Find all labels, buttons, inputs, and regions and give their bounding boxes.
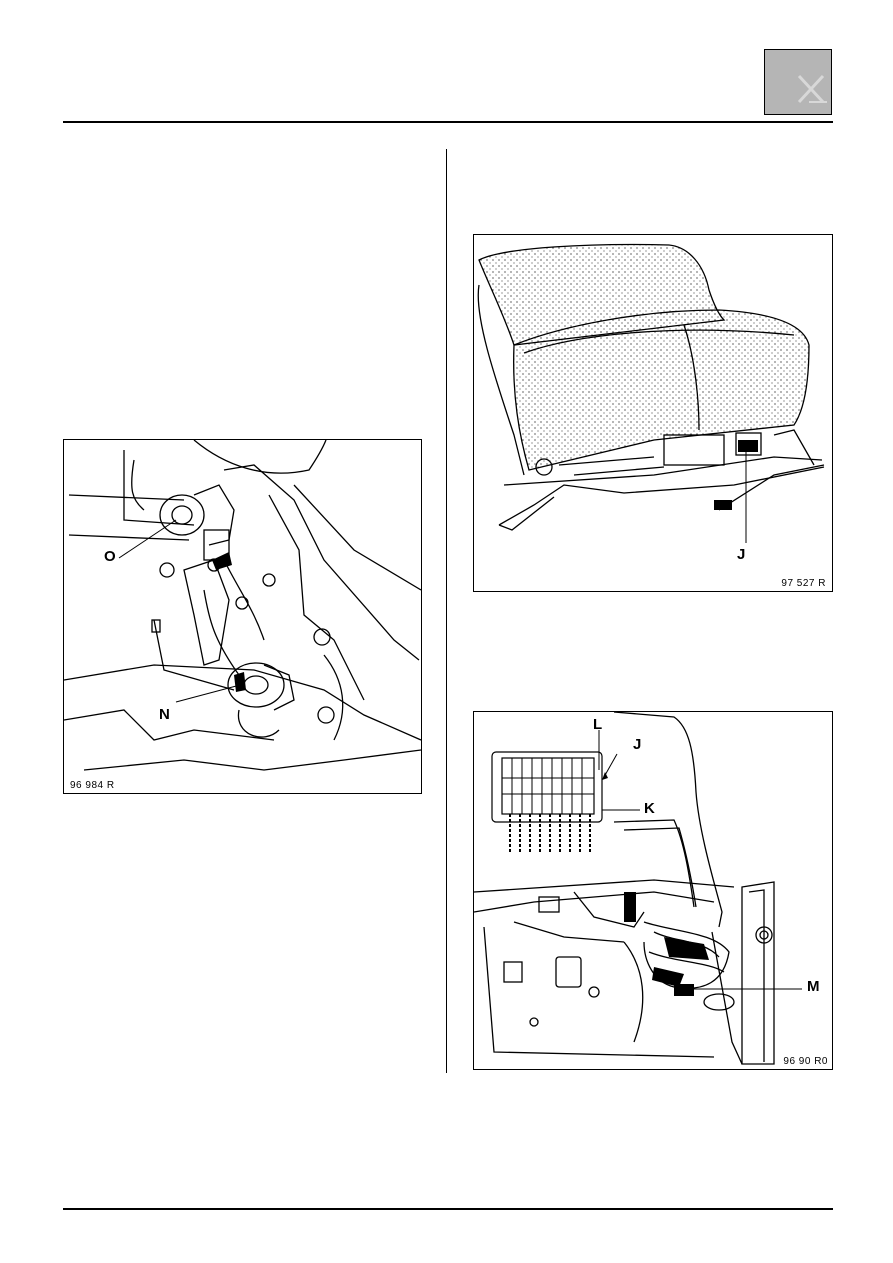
footer-rule: [63, 1208, 833, 1210]
column-divider: [446, 149, 447, 1073]
seat-overview-drawing: J: [477, 243, 825, 563]
callout-k: K: [644, 800, 655, 817]
callout-j-detail: J: [633, 736, 641, 753]
callout-n: N: [159, 706, 170, 723]
figure-code: 96 90 R0: [783, 1056, 828, 1067]
header-rule: [63, 121, 833, 123]
callout-o: O: [104, 548, 116, 565]
figure-code: 97 527 R: [781, 578, 826, 589]
figure-code: 96 984 R: [70, 780, 115, 791]
callout-m: M: [807, 978, 820, 995]
figure-seat-motors: O N 96 984 R: [63, 439, 422, 794]
seat-section-tab-icon: [797, 74, 827, 104]
connector-detail-drawing: L J K M: [474, 712, 820, 1065]
figure-seat-overview: J 97 527 R: [473, 234, 833, 592]
callout-j: J: [737, 546, 745, 563]
figure-connector-detail: L J K M 96 90 R0: [473, 711, 833, 1070]
callout-l: L: [593, 716, 602, 733]
section-tab: [764, 49, 832, 115]
seat-motor-drawing: O N: [64, 440, 421, 771]
